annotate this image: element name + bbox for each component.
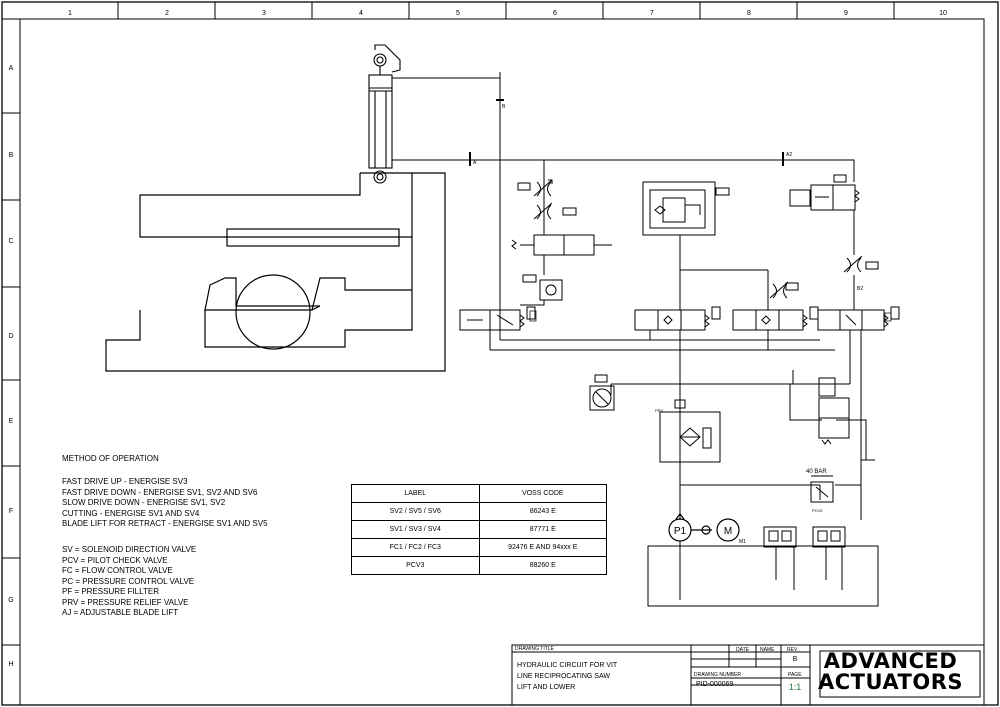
- hydraulic-cylinder: [368, 44, 401, 184]
- table-cell: SV2 / SV5 / SV6: [351, 502, 480, 521]
- method-step: BLADE LIFT FOR RETRACT - ENERGISE SV1 AN…: [62, 519, 268, 528]
- rev-label: REV: [787, 647, 798, 653]
- solenoid-valve-sv3: [789, 174, 860, 211]
- grid-col-label: 3: [262, 10, 266, 17]
- abbreviation-legend: SV = SOLENOID DIRECTION VALVE PCV = PILO…: [62, 545, 196, 619]
- table-header: VOSS CODE: [478, 484, 607, 503]
- legend-item: PCV = PILOT CHECK VALVE: [62, 555, 168, 565]
- pressure-filter: [659, 399, 721, 463]
- method-step: CUTTING - ENERGISE SV1 AND SV4: [62, 508, 200, 518]
- grid-row-label: B: [9, 152, 14, 159]
- pressure-control-block: [642, 181, 730, 236]
- table-cell: 88260 E: [478, 556, 607, 575]
- port-label-b2: B2: [857, 286, 863, 292]
- page-label: PAGE: [788, 672, 802, 678]
- table-cell: SV1 / SV3 / SV4: [351, 520, 480, 539]
- rev-value: B: [793, 656, 798, 663]
- logo-line: ACTUATORS: [818, 670, 963, 694]
- method-step: SLOW DRIVE DOWN - ENERGISE SV1, SV2: [62, 498, 226, 507]
- grid-row-label: E: [9, 418, 14, 425]
- grid-row-label: G: [8, 597, 13, 604]
- table-header: LABEL: [351, 484, 480, 503]
- grid-row-label: A: [9, 65, 14, 72]
- drawing-number: PID-000069: [696, 681, 733, 688]
- motor-tag: M1: [739, 539, 746, 545]
- title-block: [511, 644, 985, 706]
- component-tags: [529, 310, 892, 322]
- name-label: NAME: [760, 647, 775, 653]
- table-cell: FC1 / FC2 / FC3: [351, 538, 480, 557]
- grid-col-label: 10: [939, 10, 947, 17]
- page-scale: 1:1: [789, 682, 802, 692]
- drawing-title-line: LINE RECIPROCATING SAW: [517, 673, 610, 680]
- table-cell: 87771 E: [478, 520, 607, 539]
- solenoid-valve-sv1: [459, 306, 536, 331]
- method-steps: FAST DRIVE UP - ENERGISE SV3 FAST DRIVE …: [62, 477, 268, 530]
- grid-row-label: C: [8, 238, 13, 245]
- motor-label: M: [724, 526, 732, 537]
- drawing-title-line: LIFT AND LOWER: [517, 684, 575, 691]
- port-label-a: A: [473, 160, 477, 166]
- legend-item: FC = FLOW CONTROL VALVE: [62, 566, 173, 575]
- logo-line: ADVANCED: [823, 649, 958, 673]
- pilot-check-valve: [511, 234, 612, 301]
- method-step: FAST DRIVE UP - ENERGISE SV3: [62, 477, 188, 486]
- solenoid-valve-sv6: [817, 306, 900, 331]
- grid-row-label: H: [8, 661, 13, 668]
- prv-label: PRV: [655, 408, 663, 413]
- method-step: FAST DRIVE DOWN - ENERGISE SV1, SV2 AND …: [62, 487, 258, 497]
- drawing-title-line: HYDRAULIC CIRCUIT FOR VIT: [517, 662, 618, 669]
- table-cell: 86243 E: [478, 502, 607, 521]
- row-ruler: [2, 112, 20, 646]
- grid-col-label: 9: [844, 10, 848, 17]
- date-label: DATE: [736, 647, 750, 653]
- pump-label: P1: [674, 526, 687, 537]
- pcv5-label: PCV5: [812, 508, 823, 513]
- pressure-gauge: [589, 374, 615, 411]
- legend-item: PRV = PRESSURE RELIEF VALVE: [62, 597, 189, 607]
- pressure-setting-label: 40 BAR: [806, 469, 827, 475]
- company-logo: ADVANCED ACTUATORS: [818, 651, 963, 693]
- reservoir-tank: [647, 526, 879, 607]
- piping: [392, 72, 875, 520]
- drawing-number-label: DRAWING NUMBER: [694, 672, 741, 678]
- port-label-b: B: [502, 104, 506, 110]
- grid-col-label: 7: [650, 10, 654, 17]
- table-cell: PCV3: [351, 556, 480, 575]
- grid-col-label: 4: [359, 10, 363, 17]
- method-title: METHOD OF OPERATION: [62, 454, 159, 463]
- grid-col-label: 1: [68, 10, 72, 17]
- legend-item: PF = PRESSURE FILLTER: [62, 587, 159, 596]
- grid-col-label: 6: [553, 10, 557, 17]
- legend-item: SV = SOLENOID DIRECTION VALVE: [62, 545, 197, 554]
- legend-item: AJ = ADJUSTABLE BLADE LIFT: [62, 608, 179, 617]
- solenoid-valve-sv2: [818, 377, 850, 445]
- grid-col-label: 5: [456, 10, 460, 17]
- saw-frame: [105, 172, 446, 372]
- legend-item: PC = PRESSURE CONTROL VALVE: [62, 576, 195, 586]
- drawing-title-label: DRAWING TITLE: [515, 646, 555, 652]
- grid-col-label: 2: [165, 10, 169, 17]
- column-ruler: [117, 2, 895, 19]
- grid-col-label: 8: [747, 10, 751, 17]
- pressure-relief-valve-pcv5: [810, 475, 834, 503]
- port-markers: [469, 99, 784, 166]
- solenoid-valve-sv5: [732, 306, 819, 331]
- table-cell: 92476 E AND 94xxx E: [478, 538, 607, 557]
- flow-control-valve: [517, 179, 879, 299]
- grid-row-label: D: [8, 333, 13, 340]
- solenoid-valve-sv4: [634, 306, 721, 331]
- port-label-a2: A2: [786, 152, 792, 158]
- grid-row-label: F: [9, 508, 13, 515]
